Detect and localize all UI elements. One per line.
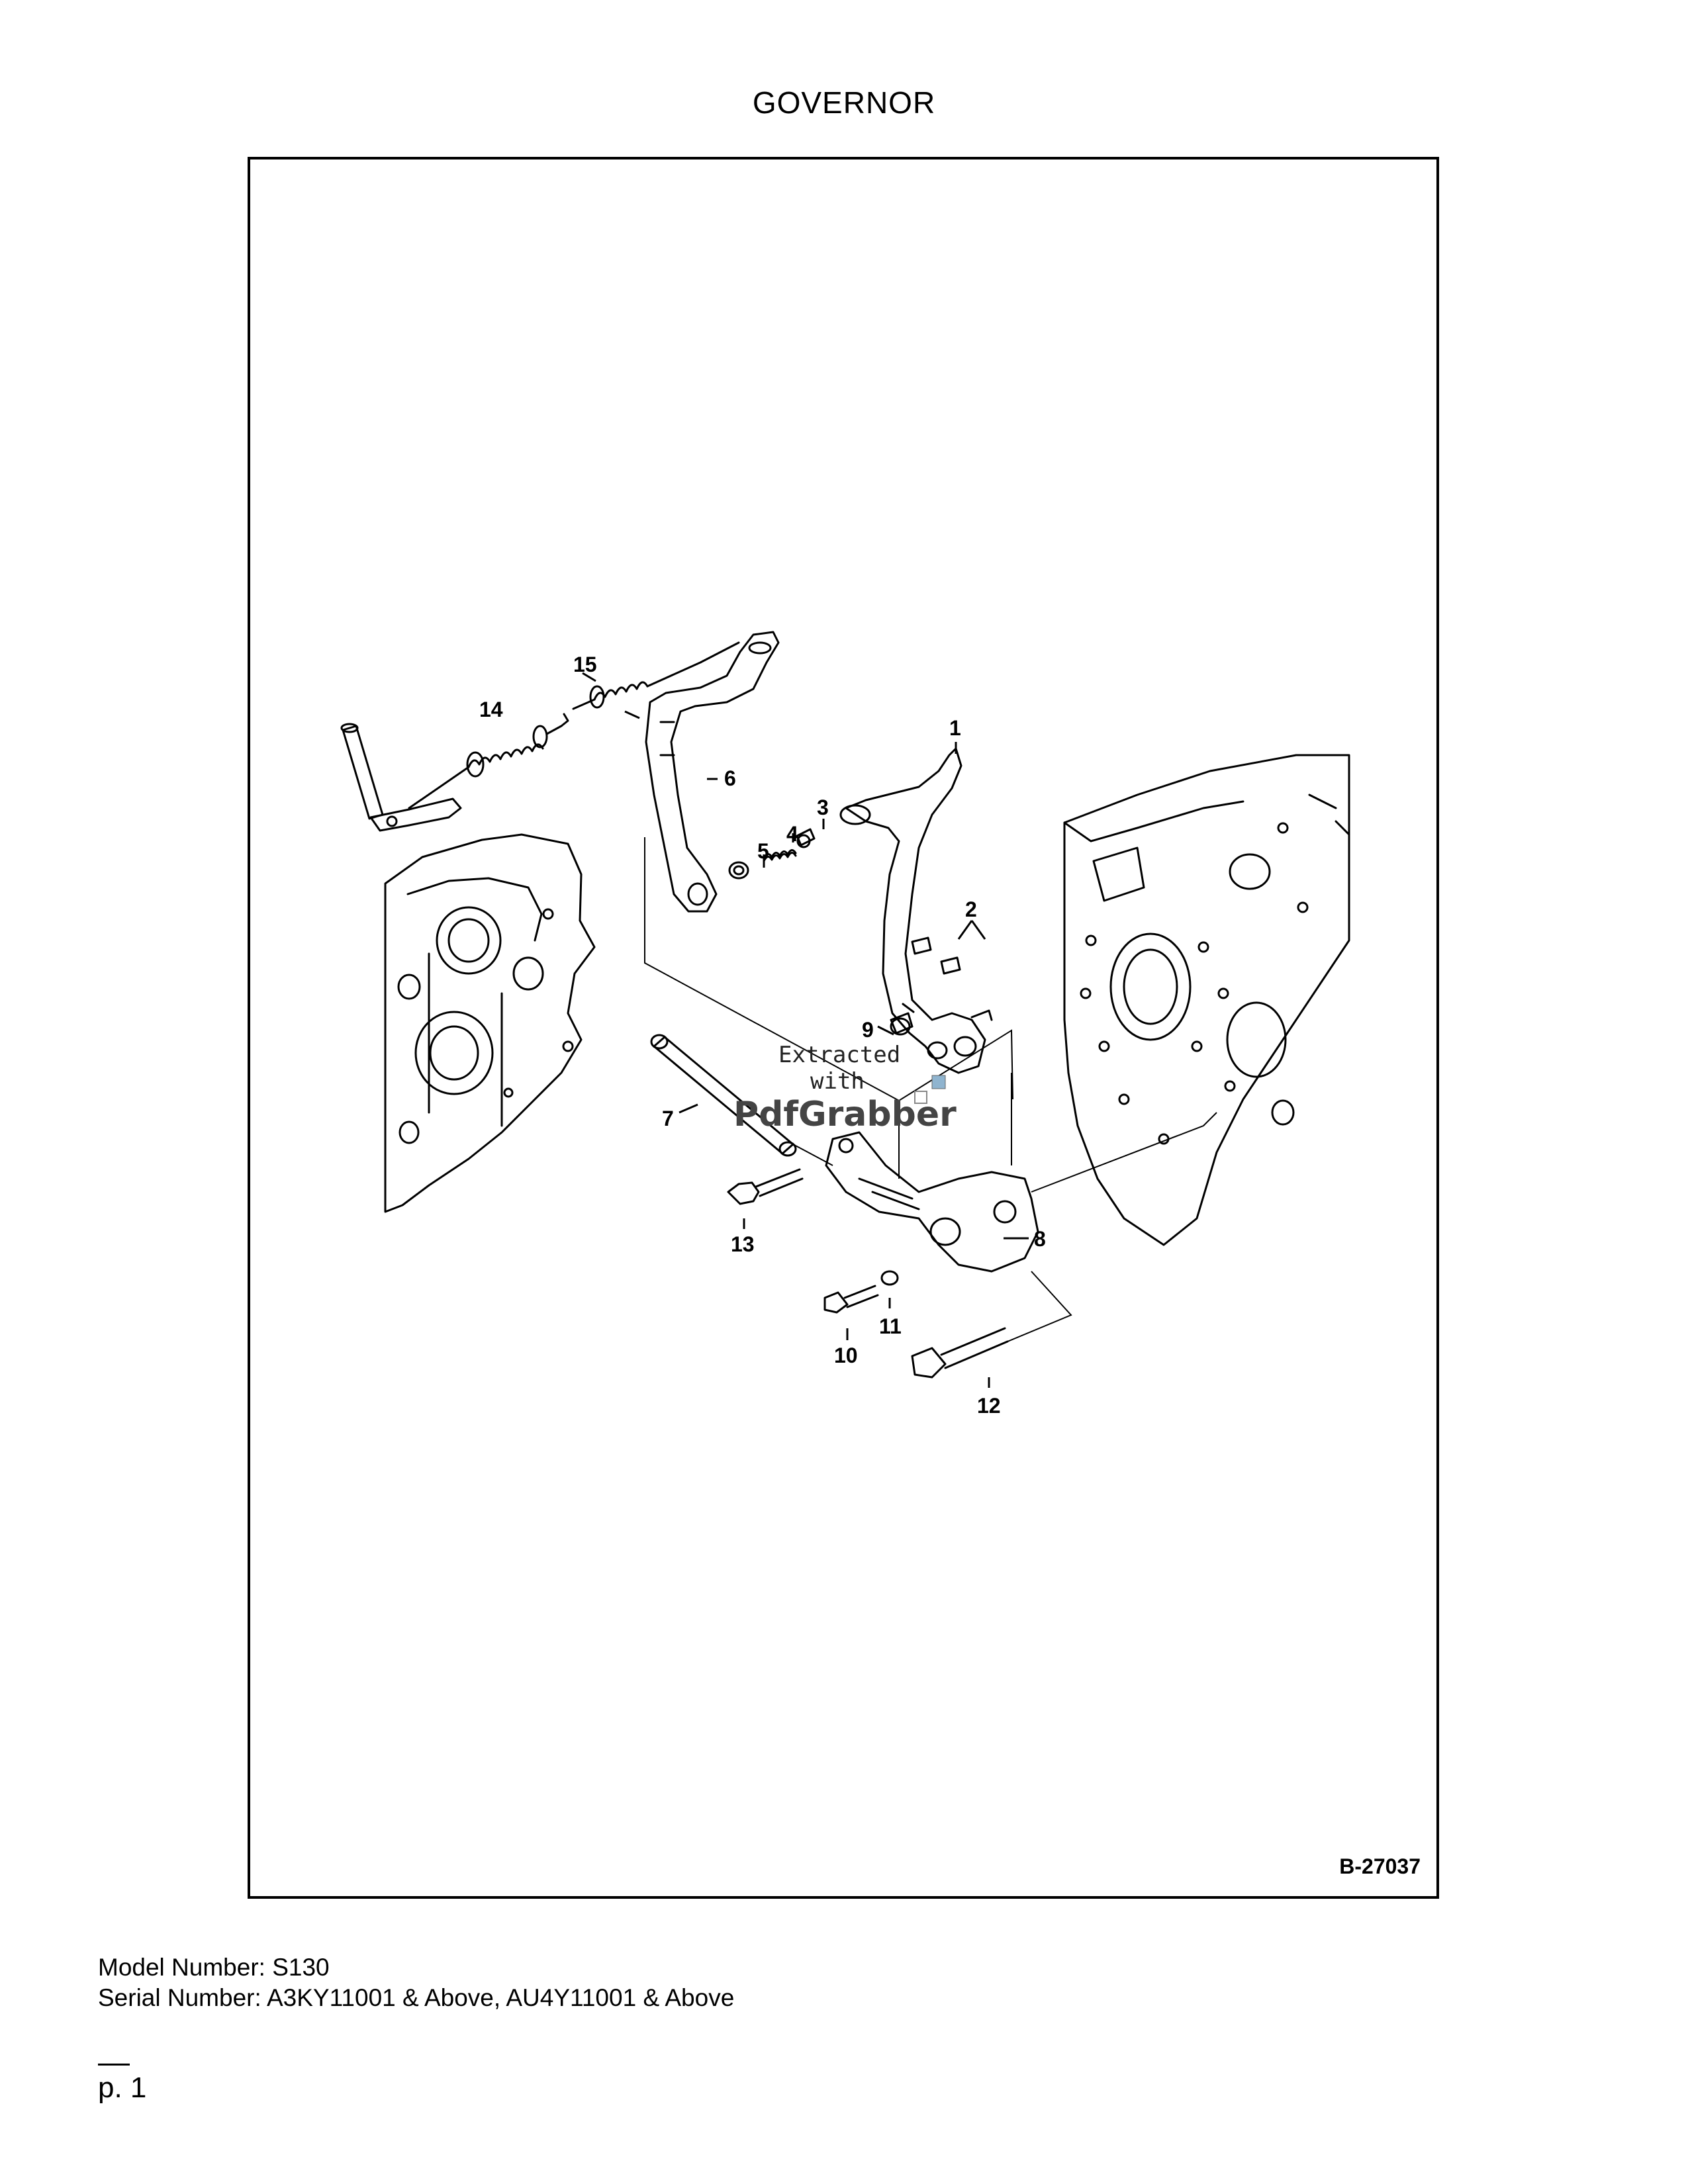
watermark: Extracted with PdfGrabber — [733, 1042, 957, 1134]
callout-14: 14 — [479, 698, 503, 721]
footer-rule — [98, 2064, 130, 2066]
bracket-8 — [825, 1131, 1039, 1273]
figure-reference: B-27037 — [1339, 1854, 1421, 1878]
nut-5 — [728, 861, 749, 880]
spring-14 — [408, 713, 569, 809]
bolt-10 — [823, 1285, 879, 1314]
page-number: p. 1 — [98, 2071, 147, 2104]
callout-3: 3 — [817, 796, 829, 819]
callout-5: 5 — [757, 839, 769, 863]
callout-13: 13 — [731, 1232, 755, 1256]
callout-10: 10 — [834, 1343, 858, 1367]
fork-lever-1 — [839, 747, 993, 1074]
washer-11 — [880, 1270, 899, 1286]
bolt-12 — [911, 1327, 1009, 1379]
watermark-line-1: Extracted — [778, 1042, 900, 1068]
watermark-line-3: PdfGrabber — [733, 1095, 957, 1134]
callout-9: 9 — [862, 1018, 874, 1042]
callout-11: 11 — [879, 1314, 902, 1338]
pins-2 — [911, 936, 961, 975]
page-title: GOVERNOR — [752, 85, 936, 120]
spring-15 — [572, 641, 740, 710]
serial-number: Serial Number: A3KY11001 & Above, AU4Y11… — [98, 1984, 735, 2011]
gear-case-housing — [384, 833, 596, 1213]
callout-6: 6 — [724, 766, 736, 790]
callout-12: 12 — [977, 1394, 1001, 1418]
callout-1: 1 — [949, 716, 961, 740]
bolt-13 — [727, 1168, 804, 1205]
model-number: Model Number: S130 — [98, 1954, 330, 1981]
callout-15: 15 — [573, 653, 597, 676]
governor-lever-shaft — [340, 723, 462, 832]
exploded-parts-diagram: 1 2 3 4 5 6 7 8 9 10 11 12 13 14 15 Extr… — [340, 631, 1350, 1418]
callout-8: 8 — [1034, 1227, 1046, 1251]
spring-4 — [763, 849, 797, 862]
bolt-9 — [890, 1003, 915, 1036]
watermark-line-2: with — [810, 1068, 865, 1095]
bolt-3 — [796, 828, 816, 848]
callout-2: 2 — [965, 897, 977, 921]
cylinder-block — [1063, 754, 1350, 1246]
callout-4: 4 — [786, 822, 798, 846]
callout-7: 7 — [662, 1107, 674, 1130]
diagram-frame: 1 2 3 4 5 6 7 8 9 10 11 12 13 14 15 Extr… — [248, 157, 1439, 1899]
lever-6 — [645, 631, 780, 913]
